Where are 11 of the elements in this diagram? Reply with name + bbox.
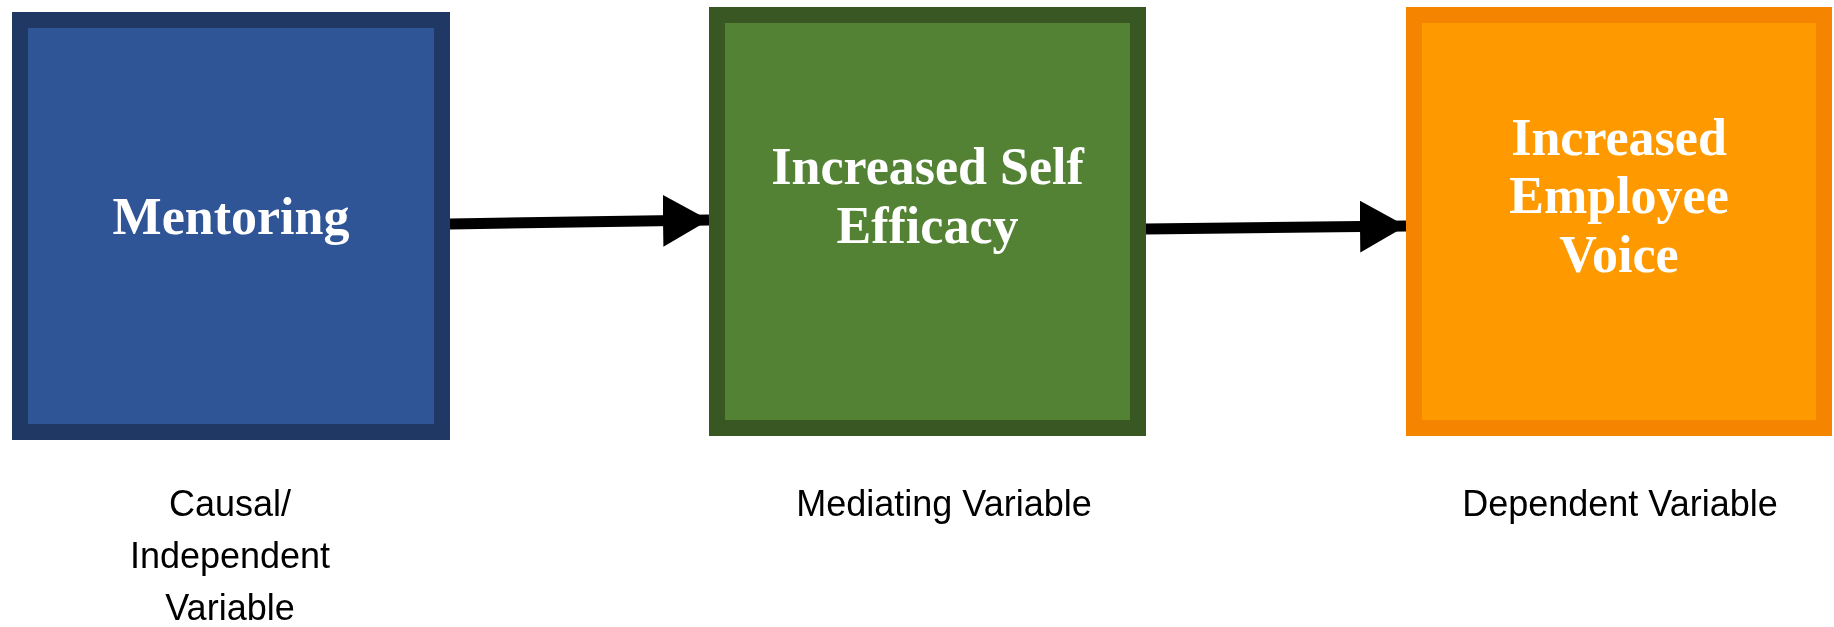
variable-caption: Causal/ Independent Variable	[128, 482, 332, 627]
process-box	[709, 7, 1146, 436]
process-box	[1406, 7, 1832, 436]
arrow	[449, 194, 710, 247]
variable-caption: Dependent Variable	[1461, 482, 1779, 526]
box-label: Increased Self Efficacy	[770, 138, 1086, 255]
box-label: Mentoring	[111, 187, 351, 247]
variable-caption: Mediating Variable	[795, 482, 1093, 526]
process-box	[12, 12, 450, 440]
box-label: Increased Employee Voice	[1508, 109, 1730, 284]
arrow	[1145, 200, 1407, 253]
